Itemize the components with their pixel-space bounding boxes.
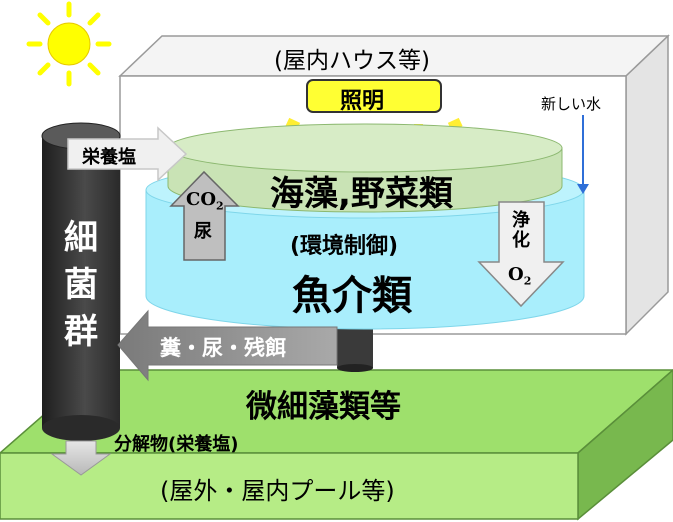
lighting-box	[306, 79, 442, 113]
nutrient-salt-label: 栄養塩	[82, 147, 136, 168]
o2-label: O2	[508, 264, 532, 288]
decomposition-arrow	[50, 440, 112, 476]
seaweed-vegetables-label: 海藻,野菜類	[270, 174, 453, 214]
house-label: (屋内ハウス等)	[274, 48, 430, 74]
waste-arrow	[117, 309, 338, 382]
drain-pipe	[337, 322, 373, 372]
purification-arrow	[477, 201, 565, 308]
house-side	[625, 34, 669, 336]
co2-arrow	[169, 170, 240, 261]
new-water-arrow	[577, 115, 589, 194]
decomposition-label: 分解物(栄養塩)	[114, 434, 239, 455]
environment-control-label: (環境制御)	[290, 234, 399, 259]
new-water-label: 新しい水	[541, 95, 602, 113]
nutrient-arrow	[67, 126, 188, 182]
waste-label: 糞・尿・残餌	[160, 336, 286, 360]
urine-label: 尿	[194, 221, 212, 242]
sun-icon	[26, 1, 112, 87]
plant-layer	[167, 123, 563, 213]
microalgae-label: 微細藻類等	[246, 389, 401, 425]
fish-shellfish-label: 魚介類	[292, 273, 412, 319]
bacteria-label-2: 菌	[64, 265, 98, 305]
water-body	[145, 189, 585, 330]
purification-label: 浄化	[509, 210, 530, 250]
bacteria-label-1: 細	[64, 218, 98, 258]
co2-label: CO2	[186, 189, 224, 213]
lighting-label: 照明	[340, 89, 385, 114]
bacteria-label-3: 群	[64, 312, 98, 352]
outdoor-pool-label: (屋外・屋内プール等)	[160, 477, 395, 505]
